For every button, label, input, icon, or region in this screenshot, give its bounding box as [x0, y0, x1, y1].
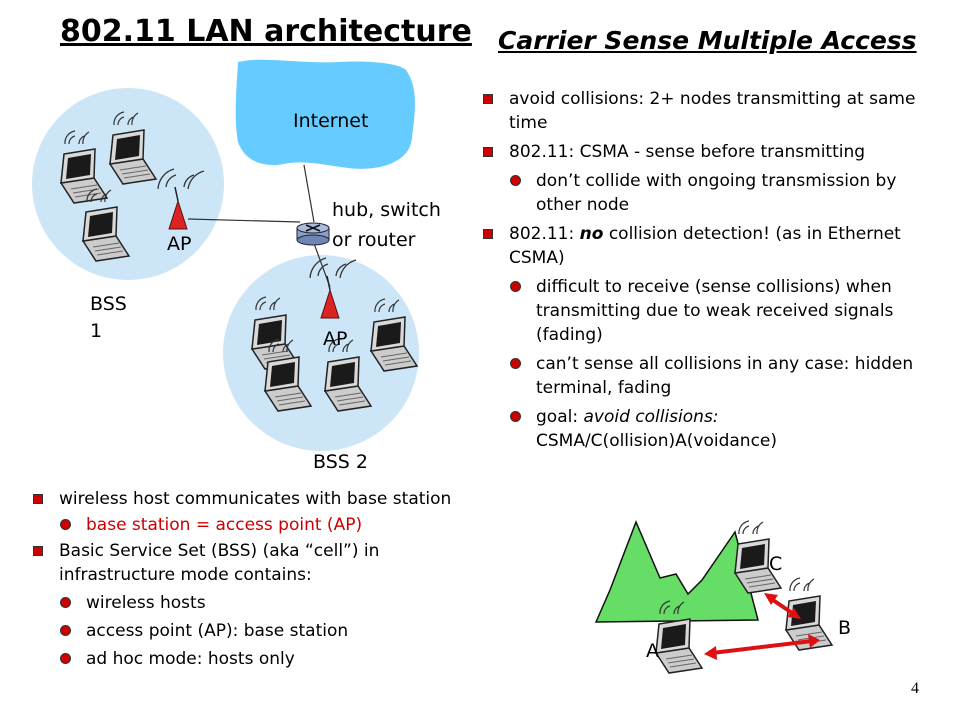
list-item: avoid collisions: 2+ nodes transmitting … [483, 87, 943, 135]
right-bullet-list: avoid collisions: 2+ nodes transmitting … [483, 87, 943, 458]
bss2-label: BSS 2 [313, 451, 368, 473]
list-item: Basic Service Set (BSS) (aka “cell”) in … [33, 539, 463, 587]
list-item: access point (AP): base station [60, 619, 463, 643]
list-item: wireless hosts [60, 591, 463, 615]
left-bullet-list: wireless host communicates with base sta… [33, 487, 463, 673]
internet-cloud [235, 59, 415, 169]
node-b-label: B [838, 617, 852, 639]
list-item: ad hoc mode: hosts only [60, 647, 463, 671]
ap1-label: AP [167, 233, 192, 255]
list-item: 802.11: no collision detection! (as in E… [483, 222, 943, 270]
ap2-label: AP [323, 328, 348, 350]
page-number: 4 [911, 680, 919, 697]
arrow-b-c [764, 593, 801, 619]
list-item: can’t sense all collisions in any case: … [510, 352, 943, 400]
slide-title-left: 802.11 LAN architecture [60, 14, 472, 49]
list-item: goal: avoid collisions: CSMA/C(ollision)… [510, 405, 943, 453]
node-a-label: A [646, 640, 659, 662]
slide-title-right: Carrier Sense Multiple Access [498, 26, 917, 55]
hub-label-line2: or router [332, 229, 416, 251]
hub-label-line1: hub, switch [332, 199, 441, 221]
list-item: don’t collide with ongoing transmission … [510, 169, 943, 217]
arrow-a-b [704, 634, 820, 660]
list-item: difficult to receive (sense collisions) … [510, 275, 943, 347]
link-hub-internet [303, 164, 315, 223]
list-item: wireless host communicates with base sta… [33, 487, 463, 511]
list-item: base station = access point (AP) [60, 513, 463, 537]
bss1-label-line1: BSS [90, 293, 127, 315]
internet-label: Internet [293, 110, 369, 132]
router-icon [296, 222, 330, 246]
node-c-label: C [769, 553, 783, 575]
list-item: 802.11: CSMA - sense before transmitting [483, 140, 943, 164]
link-ap1-hub [187, 218, 301, 223]
bss1-label-line2: 1 [90, 320, 103, 342]
